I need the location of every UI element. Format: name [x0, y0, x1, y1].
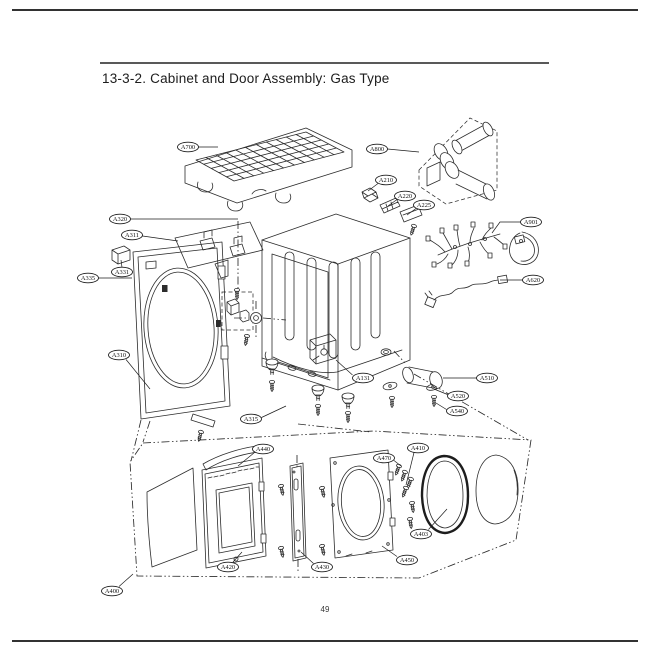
callout-a700: A700	[177, 141, 218, 153]
power-cord-part	[424, 274, 509, 308]
svg-text:A540: A540	[450, 408, 464, 415]
svg-text:A440: A440	[256, 446, 270, 453]
svg-text:A403: A403	[414, 531, 428, 538]
door-cover-sheet-part	[146, 467, 198, 568]
page-number: 49	[320, 605, 330, 614]
svg-text:A311: A311	[125, 232, 139, 239]
svg-text:A131: A131	[356, 375, 370, 382]
callout-a510: A510	[443, 372, 498, 384]
section-title: 13-3-2. Cabinet and Door Assembly: Gas T…	[102, 71, 390, 86]
door-gasket-part	[420, 454, 470, 535]
hinge-kit-box	[221, 287, 254, 347]
duct-cylinder-part	[393, 350, 443, 389]
svg-text:A700: A700	[181, 144, 195, 151]
cabinet-part	[261, 213, 411, 391]
door-side-strip-part	[289, 462, 307, 562]
callout-a225: A225	[406, 199, 435, 216]
clamp-parts	[361, 187, 423, 237]
door-trim-part	[202, 445, 259, 471]
callout-a131: A131	[335, 359, 374, 384]
svg-text:A510: A510	[480, 375, 494, 382]
leveling-feet	[190, 358, 398, 443]
callout-a440: A440	[237, 443, 274, 467]
callout-a400: A400	[101, 573, 134, 597]
svg-text:A315: A315	[244, 416, 258, 423]
svg-text:A310: A310	[112, 352, 126, 359]
door-glass-part	[475, 454, 519, 525]
svg-text:A430: A430	[315, 564, 329, 571]
svg-text:A331: A331	[115, 269, 129, 276]
small-bracket-part	[111, 245, 131, 265]
svg-text:A335: A335	[81, 275, 95, 282]
callout-a331: A331	[111, 259, 133, 278]
svg-text:A220: A220	[398, 193, 412, 200]
svg-text:A800: A800	[370, 146, 384, 153]
callout-a520: A520	[433, 388, 469, 402]
svg-text:A620: A620	[526, 277, 540, 284]
svg-text:A420: A420	[221, 564, 235, 571]
wire-harness-part	[425, 221, 508, 269]
svg-text:A320: A320	[113, 216, 127, 223]
callout-a311: A311	[121, 229, 179, 242]
svg-text:A901: A901	[524, 219, 538, 226]
top-grille-part	[184, 127, 353, 212]
callout-a410: A410	[405, 442, 429, 486]
callout-a335: A335	[77, 272, 132, 284]
door-assembly-border	[129, 430, 532, 579]
callout-a540: A540	[435, 402, 468, 417]
thermostat-part	[214, 259, 287, 337]
callout-a220: A220	[387, 190, 416, 207]
gas-valve-part	[309, 333, 337, 365]
frame-screws	[392, 463, 417, 530]
exhaust-duct-part	[418, 117, 498, 205]
door-inner-frame-part	[329, 449, 396, 559]
svg-text:A410: A410	[411, 445, 425, 452]
callout-a310: A310	[108, 349, 151, 390]
svg-text:A470: A470	[377, 455, 391, 462]
callout-a420: A420	[217, 551, 243, 573]
svg-text:A400: A400	[105, 588, 119, 595]
callout-a430: A430	[300, 551, 333, 573]
callout-a620: A620	[500, 274, 544, 286]
hinge-plate-part	[174, 221, 264, 269]
door-front-part	[201, 457, 267, 569]
callout-a450: A450	[381, 545, 418, 566]
svg-text:A225: A225	[417, 202, 431, 209]
svg-text:A520: A520	[451, 393, 465, 400]
callout-a210: A210	[367, 174, 397, 192]
callout-a901: A901	[491, 216, 542, 234]
callout-a403: A403	[410, 508, 448, 540]
callout-a470: A470	[373, 452, 402, 467]
callout-a315: A315	[240, 405, 287, 425]
svg-text:A450: A450	[400, 557, 414, 564]
hose-ring-part	[509, 231, 539, 265]
svg-text:A210: A210	[379, 177, 393, 184]
callout-a320: A320	[109, 213, 238, 225]
construction-lines	[130, 221, 529, 572]
door-panel-part	[132, 241, 231, 420]
callout-a800: A800	[366, 143, 420, 155]
